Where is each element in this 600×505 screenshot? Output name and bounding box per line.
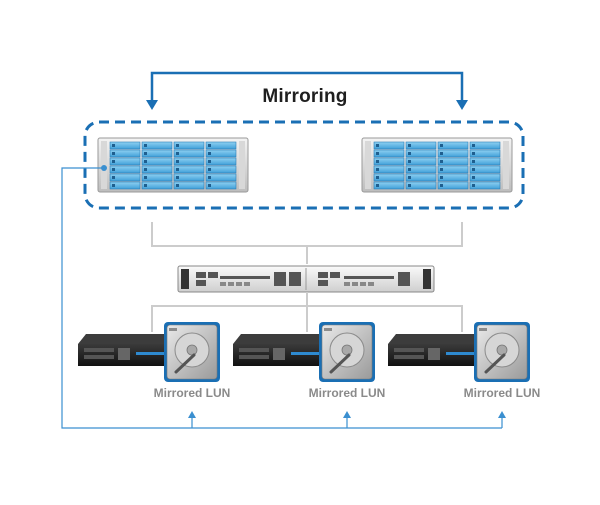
drive-bay xyxy=(173,173,205,182)
drive-bay xyxy=(141,181,173,190)
drive-bay xyxy=(405,181,437,190)
drive-bay xyxy=(173,165,205,174)
lun-label: Mirrored LUN xyxy=(308,386,386,400)
drive-bay xyxy=(173,181,205,190)
drive-bay xyxy=(469,165,501,174)
drive-bay xyxy=(205,149,237,158)
drive-bay xyxy=(205,141,237,150)
drive-bay xyxy=(437,165,469,174)
storage-array-icon xyxy=(97,137,249,193)
drive-bay xyxy=(373,181,405,190)
drive-bay xyxy=(469,157,501,166)
drive-bay xyxy=(437,149,469,158)
drive-bay xyxy=(109,149,141,158)
drive-bay xyxy=(109,157,141,166)
mirroring-arrow xyxy=(146,71,468,110)
storage-array-icon xyxy=(361,137,513,193)
drive-bay xyxy=(141,149,173,158)
drive-bay xyxy=(141,165,173,174)
drive-bay xyxy=(469,181,501,190)
hard-drive-icon xyxy=(474,322,530,382)
server-unit xyxy=(388,322,530,382)
drive-bay xyxy=(205,181,237,190)
drive-bay xyxy=(405,141,437,150)
switch-server-connectors xyxy=(151,292,463,332)
drive-bay xyxy=(205,165,237,174)
drive-bay xyxy=(469,141,501,150)
drive-bay xyxy=(373,141,405,150)
drive-bay xyxy=(173,141,205,150)
server-icon xyxy=(78,334,178,366)
host-connectors xyxy=(61,167,506,429)
server-unit xyxy=(78,322,220,382)
network-switch-icon xyxy=(177,265,435,293)
lun-label: Mirrored LUN xyxy=(153,386,231,400)
drive-bay xyxy=(109,165,141,174)
drive-bay xyxy=(437,141,469,150)
drive-bay xyxy=(437,173,469,182)
drive-bay xyxy=(405,157,437,166)
drive-bay xyxy=(373,173,405,182)
array-switch-connectors xyxy=(151,222,463,264)
hard-drive-icon xyxy=(164,322,220,382)
drive-bay xyxy=(173,157,205,166)
drive-bay xyxy=(405,165,437,174)
server-icon xyxy=(233,334,333,366)
drive-bay xyxy=(373,149,405,158)
drive-bay xyxy=(437,181,469,190)
drive-bay xyxy=(469,173,501,182)
server-icon xyxy=(388,334,488,366)
drive-bay xyxy=(205,157,237,166)
drive-bay xyxy=(437,157,469,166)
lun-label: Mirrored LUN xyxy=(463,386,541,400)
server-unit xyxy=(233,322,375,382)
drive-bay xyxy=(141,173,173,182)
drive-bay xyxy=(373,165,405,174)
drive-bay xyxy=(373,157,405,166)
drive-bay xyxy=(141,157,173,166)
hard-drive-icon xyxy=(319,322,375,382)
drive-bay xyxy=(109,173,141,182)
drive-bay xyxy=(109,181,141,190)
drive-bay xyxy=(405,149,437,158)
host-connector-node xyxy=(101,165,107,171)
drive-bay xyxy=(205,173,237,182)
drive-bay xyxy=(469,149,501,158)
diagram-title: Mirroring xyxy=(262,86,348,107)
drive-bay xyxy=(173,149,205,158)
drive-bay xyxy=(405,173,437,182)
drive-bay xyxy=(109,141,141,150)
drive-bay xyxy=(141,141,173,150)
